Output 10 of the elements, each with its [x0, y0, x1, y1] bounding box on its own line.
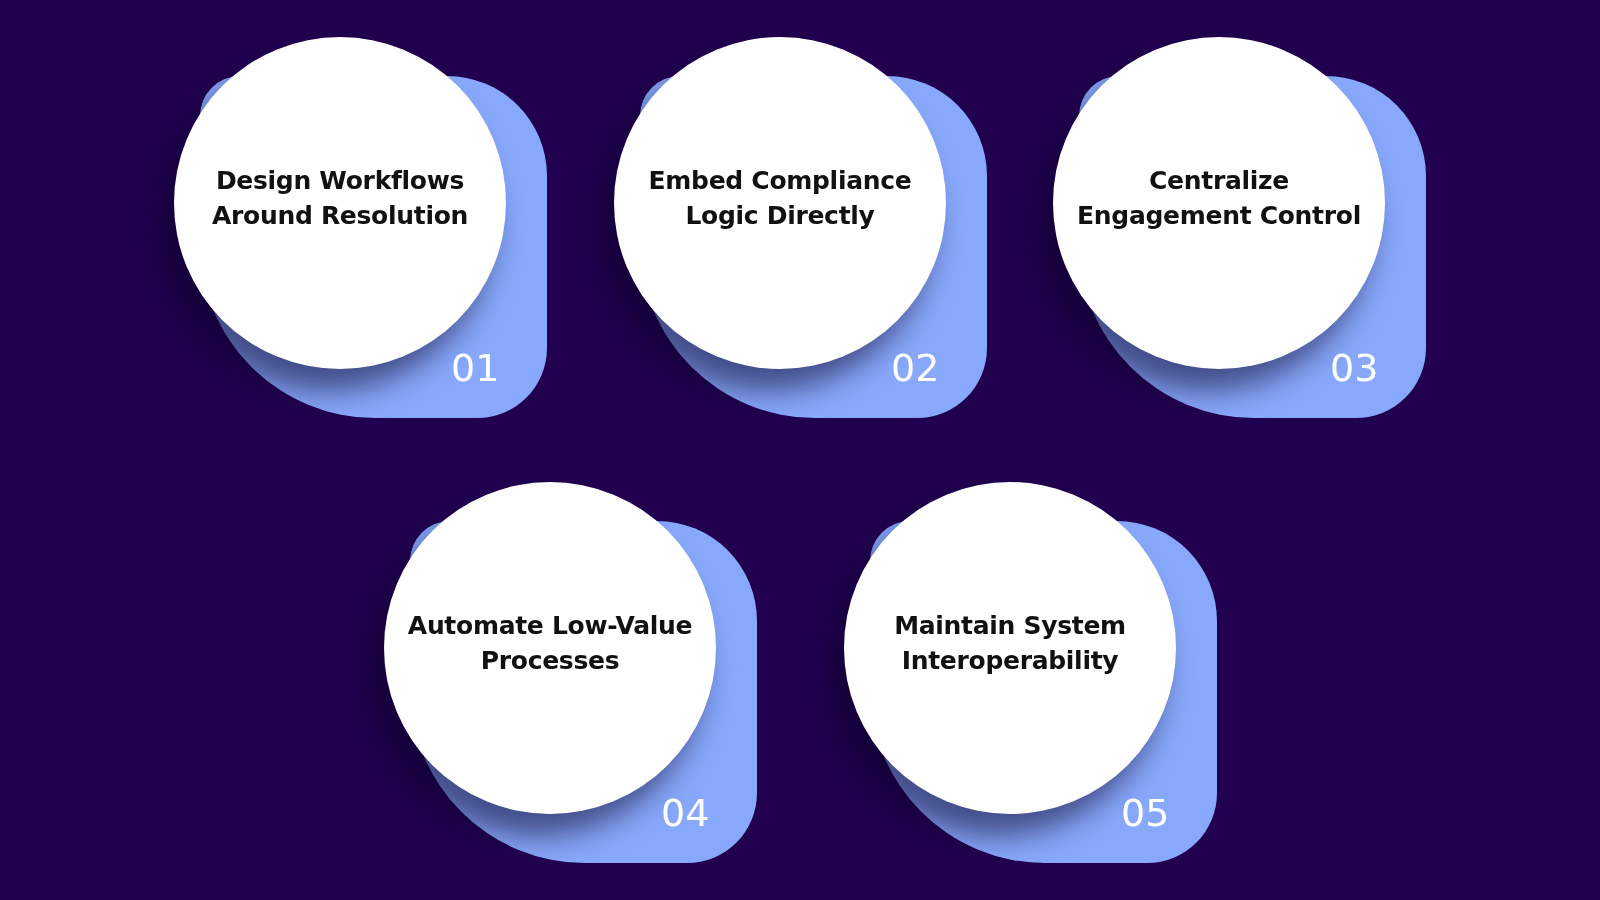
step-title: Design Workflows Around Resolution [210, 165, 470, 232]
step-number: 05 [1121, 793, 1170, 833]
step-title: Automate Low-Value Processes [406, 610, 694, 677]
step-number: 01 [451, 348, 500, 388]
step-title: Embed Compliance Logic Directly [647, 165, 913, 232]
step-number: 03 [1330, 348, 1379, 388]
step-number: 04 [661, 793, 710, 833]
step-number: 02 [891, 348, 940, 388]
step-title: Centralize Engagement Control [1076, 165, 1362, 232]
step-title: Maintain System Interoperability [893, 610, 1127, 677]
